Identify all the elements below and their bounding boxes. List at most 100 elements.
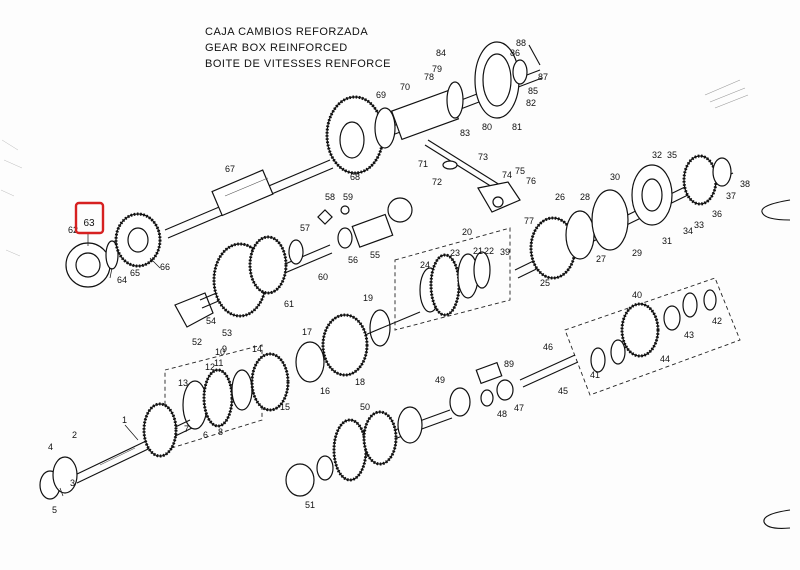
scan-noise (0, 139, 23, 257)
first-second-synchro-box (164, 344, 290, 451)
part-number-label: 51 (305, 500, 315, 510)
part-number-label: 29 (632, 248, 642, 258)
part-number-label: 42 (712, 316, 722, 326)
part-number-label: 53 (222, 328, 232, 338)
part-number-label: 70 (400, 82, 410, 92)
title-spanish: CAJA CAMBIOS REFORZADA (205, 26, 369, 38)
part-number-label: 85 (528, 86, 538, 96)
output-shaft-assembly (514, 154, 734, 280)
scan-smudge (704, 79, 749, 109)
part-number-label: 10 (215, 347, 225, 357)
synchro-group-box (394, 227, 511, 331)
part-number-label: 35 (667, 150, 677, 160)
part-number-label: 69 (376, 90, 386, 100)
diagram-title: CAJA CAMBIOS REFORZADA GEAR BOX REINFORC… (205, 24, 391, 72)
part-number-label: 2 (72, 430, 77, 440)
reverse-group-box (564, 277, 741, 396)
part-number-label: 62 (68, 225, 78, 235)
part-number-label: 23 (450, 248, 460, 258)
part-number-label: 86 (510, 48, 520, 58)
part-number-label: 52 (192, 337, 202, 347)
part-number-label: 75 (515, 166, 525, 176)
part-number-label: 8 (218, 427, 223, 437)
part-number-label: 5 (52, 505, 57, 515)
part-number-label: 16 (320, 386, 330, 396)
part-number-label: 78 (424, 72, 434, 82)
part-number-label: 60 (318, 272, 328, 282)
part-number-label: 9 (222, 344, 227, 354)
part-number-label: 44 (660, 354, 670, 364)
layshaft-assembly (174, 197, 413, 328)
reverse-shaft (475, 354, 579, 407)
part-number-label: 28 (580, 192, 590, 202)
part-number-label: 45 (558, 386, 568, 396)
part-number-label: 81 (512, 122, 522, 132)
part-number-label: 21 (473, 246, 483, 256)
middle-gear-set (295, 309, 421, 383)
part-number-label: 72 (432, 177, 442, 187)
part-number-label: 38 (740, 179, 750, 189)
part-number-label: 59 (343, 192, 353, 202)
part-number-label: 4 (48, 442, 53, 452)
page-curl-mark (763, 509, 791, 529)
part-number-label: 12 (205, 362, 215, 372)
part-number-label: 13 (178, 378, 188, 388)
part-number-label: 32 (652, 150, 662, 160)
part-number-label: 50 (360, 402, 370, 412)
part-number-label: 47 (514, 403, 524, 413)
part-number-label: 48 (497, 409, 507, 419)
part-number-label: 79 (432, 64, 442, 74)
part-number-label: 14 (252, 344, 262, 354)
part-number-label: 46 (543, 342, 553, 352)
highlighted-part-number: 63 (83, 218, 95, 229)
part-number-label: 41 (590, 370, 600, 380)
part-number-label: 76 (526, 176, 536, 186)
part-number-label: 74 (502, 170, 512, 180)
part-number-label: 6 (203, 430, 208, 440)
part-number-label: 18 (355, 377, 365, 387)
part-number-label: 61 (284, 299, 294, 309)
bottom-shaft-assembly (285, 387, 471, 497)
part-number-label: 1 (122, 415, 127, 425)
page-curl-mark (761, 199, 791, 221)
part-number-label: 49 (435, 375, 445, 385)
part-number-label: 3 (70, 478, 75, 488)
part-number-label: 43 (684, 330, 694, 340)
part-number-label: 26 (555, 192, 565, 202)
part-number-label: 64 (117, 275, 127, 285)
part-number-label: 82 (526, 98, 536, 108)
part-number-label: 11 (214, 358, 223, 368)
title-french: BOITE DE VITESSES RENFORCE (205, 58, 391, 70)
part-number-label: 31 (662, 236, 672, 246)
part-number-label: 68 (350, 172, 360, 182)
part-number-label: 84 (436, 48, 446, 58)
part-number-label: 89 (504, 359, 514, 369)
part-number-label: 7 (184, 424, 189, 434)
input-gear-cluster (65, 212, 162, 288)
part-number-label: 19 (363, 293, 373, 303)
part-number-label: 54 (206, 316, 216, 326)
part-number-label: 37 (726, 191, 736, 201)
part-number-label: 39 (500, 247, 510, 257)
part-number-label: 56 (348, 255, 358, 265)
title-english: GEAR BOX REINFORCED (205, 42, 348, 54)
part-number-label: 77 (524, 216, 534, 226)
highlight-box (74, 201, 105, 235)
part-number-label: 65 (130, 268, 140, 278)
mainshaft-67 (164, 159, 334, 239)
part-number-label: 30 (610, 172, 620, 182)
part-number-label: 73 (478, 152, 488, 162)
part-number-label: 80 (482, 122, 492, 132)
part-number-label: 33 (694, 220, 704, 230)
part-number-label: 22 (484, 246, 494, 256)
part-number-label: 55 (370, 250, 380, 260)
part-number-label: 66 (160, 262, 170, 272)
part-number-label: 40 (632, 290, 642, 300)
part-number-label: 67 (225, 164, 235, 174)
part-number-label: 34 (683, 226, 693, 236)
leader-lines (59, 233, 161, 497)
top-shaft-assembly (325, 41, 543, 175)
part-number-label: 58 (325, 192, 335, 202)
part-number-label: 71 (418, 159, 428, 169)
